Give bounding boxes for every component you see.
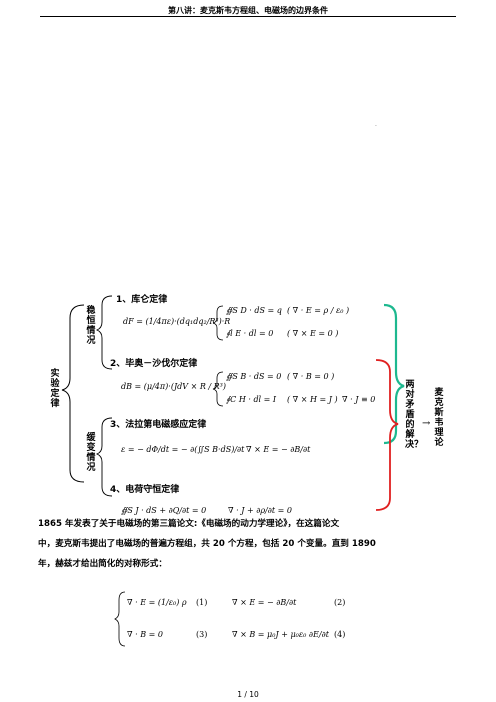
maxwell-eq-3: ∇ · B = 0 <box>127 630 163 639</box>
green-brace <box>383 303 405 445</box>
stray-dot: . <box>375 121 377 128</box>
maxwell-eq-2-number: (2) <box>334 598 346 607</box>
varying-brace <box>95 417 113 497</box>
stable-case-label: 稳恒情况 <box>86 306 96 346</box>
red-brace <box>375 359 399 511</box>
stable-brace <box>95 295 113 370</box>
section-title-faraday: 3、法拉第电磁感应定律 <box>110 420 207 430</box>
coulomb-gauss-eq: ∯S D · dS = q <box>226 306 282 315</box>
faraday-diff-eq: ∇ × E = − ∂B/∂t <box>246 445 311 454</box>
biot-gauss-diff-eq: ( ∇ · B = 0 ) <box>287 372 335 381</box>
biot-int-brace <box>212 371 224 407</box>
current-divergence-eq: ∇ · J ≡ 0 <box>342 395 376 404</box>
paragraph-line-3: 年，赫兹才给出简化的对称形式： <box>38 559 167 569</box>
paragraph-line-2: 中，麦克斯韦提出了电磁场的普遍方程组，共 20 个方程，包括 20 个变量。直到… <box>38 539 376 549</box>
coulomb-curl-int-eq: ∮l E · dl = 0 <box>226 329 274 338</box>
section-title-coulomb: 1、库仑定律 <box>116 295 168 305</box>
maxwell-theory-label: 麦克斯韦理论 <box>434 388 444 448</box>
arrow-icon: → <box>422 418 431 429</box>
biot-gauss-int-eq: ∯S B · dS = 0 <box>226 372 282 381</box>
varying-case-label: 缓变情况 <box>86 433 96 473</box>
page-header: 第八讲：麦克斯韦方程组、电磁场的边界条件 <box>168 6 328 15</box>
biot-savart-eq: dB = (μ/4π)·(JdV × R / R³) <box>121 382 226 391</box>
system-brace <box>114 591 126 647</box>
maxwell-eq-1: ∇ · E = (1/ε₀) ρ <box>127 598 187 607</box>
two-contradictions-label: 两对矛盾的解决？ <box>405 380 424 450</box>
coulomb-int-brace <box>212 305 224 341</box>
charge-diff-eq: ∇ · J + ∂ρ/∂t = 0 <box>228 506 292 515</box>
main-left-brace <box>61 304 85 483</box>
maxwell-eq-1-number: (1) <box>196 598 208 607</box>
section-title-charge-conservation: 4、电荷守恒定律 <box>110 485 180 495</box>
maxwell-eq-3-number: (3) <box>196 630 208 639</box>
coulomb-curl-diff-eq: ( ∇ × E = 0 ) <box>287 329 339 338</box>
header-rule <box>40 16 456 17</box>
ampere-int-eq: ∮C H · dl = I <box>226 395 277 404</box>
charge-int-eq: ∯S J · dS + ∂Q/∂t = 0 <box>121 506 207 515</box>
coulomb-gauss-diff-eq: ( ∇ · E = ρ / ε₀ ) <box>287 306 350 315</box>
maxwell-eq-4-number: (4) <box>334 630 346 639</box>
page-number: 1 / 10 <box>237 690 259 699</box>
paragraph-line-1: 1865 年发表了关于电磁场的第三篇论文:《电磁场的动力学理论》，在这篇论文 <box>38 519 340 529</box>
experimental-laws-label: 实验定律 <box>50 369 60 409</box>
coulomb-force-eq: dF = (1/4πε)·(dq₁dq₂/R³)·R <box>123 317 231 326</box>
maxwell-eq-2: ∇ × E = − ∂B/∂t <box>232 598 297 607</box>
section-title-biot-savart: 2、毕奥－沙伐尔定律 <box>110 359 198 369</box>
ampere-diff-eq: ( ∇ × H = J ) <box>287 395 338 404</box>
faraday-int-eq: ε = − dΦ/dt = − ∂(∬S B·dS)/∂t <box>121 445 245 454</box>
maxwell-eq-4: ∇ × B = μ₀J + μ₀ε₀ ∂E/∂t <box>232 630 329 639</box>
